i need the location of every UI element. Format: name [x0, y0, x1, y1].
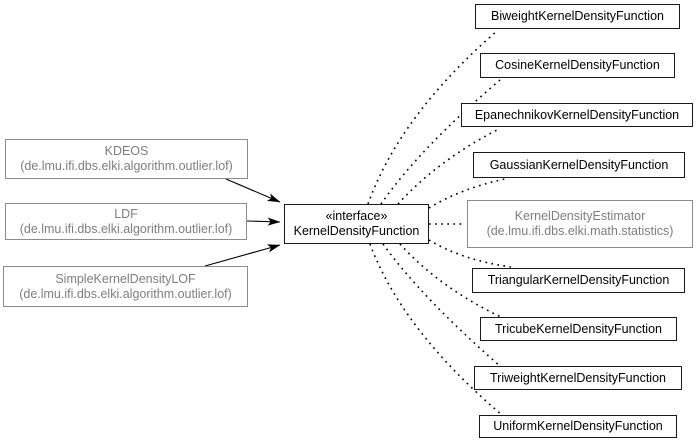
- class-node-biweightkerneldensityfunction[interactable]: BiweightKernelDensityFunction: [475, 4, 680, 29]
- class-name: GaussianKernelDensityFunction: [489, 157, 669, 172]
- class-node-triweightkerneldensityfunction[interactable]: TriweightKernelDensityFunction: [474, 366, 682, 390]
- class-name: KDEOS: [104, 144, 149, 158]
- class-name: BiweightKernelDensityFunction: [490, 9, 664, 23]
- class-node-gaussiankerneldensityfunction[interactable]: GaussianKernelDensityFunction: [473, 152, 685, 178]
- edge-ldf-to-interface: [246, 217, 281, 226]
- class-name: TricubeKernelDensityFunction: [495, 321, 662, 336]
- class-node-kdeos[interactable]: KDEOS (de.lmu.ifi.dbs.elki.algorithm.out…: [5, 139, 248, 179]
- class-package: (de.lmu.ifi.dbs.elki.algorithm.outlier.l…: [19, 286, 232, 301]
- class-node-simplekerneldensitylof[interactable]: SimpleKernelDensityLOF (de.lmu.ifi.dbs.e…: [3, 266, 248, 307]
- class-node-tricubekerneldensityfunction[interactable]: TricubeKernelDensityFunction: [480, 317, 677, 341]
- class-package: (de.lmu.ifi.dbs.elki.algorithm.outlier.l…: [20, 159, 233, 173]
- class-node-cosinekerneldensityfunction[interactable]: CosineKernelDensityFunction: [480, 53, 675, 78]
- class-name: UniformKernelDensityFunction: [493, 419, 663, 433]
- edge-interface-to-gaussian: [428, 178, 506, 209]
- class-node-epanechnikovkerneldensityfunction[interactable]: EpanechnikovKernelDensityFunction: [461, 103, 693, 127]
- edge-interface-to-uniform: [369, 243, 503, 416]
- class-name: KernelDensityEstimator: [514, 209, 646, 223]
- class-name: SimpleKernelDensityLOF: [55, 271, 196, 286]
- edge-interface-to-epanechnikov: [397, 128, 500, 205]
- edge-kdeos-to-interface: [225, 178, 281, 203]
- class-node-ldf[interactable]: LDF (de.lmu.ifi.dbs.elki.algorithm.outli…: [5, 203, 247, 240]
- edge-interface-to-cosine: [380, 79, 501, 205]
- class-name: EpanechnikovKernelDensityFunction: [474, 107, 680, 122]
- edge-simplekerneldensitylof-to-interface: [204, 244, 281, 267]
- interface-node-kerneldensityfunction[interactable]: «interface» KernelDensityFunction: [284, 204, 429, 244]
- class-name: LDF: [114, 206, 138, 221]
- class-name: TriweightKernelDensityFunction: [489, 370, 666, 385]
- edge-interface-to-tricube: [399, 243, 502, 318]
- class-package: (de.lmu.ifi.dbs.elki.math.statistics): [486, 224, 674, 238]
- class-node-uniformkerneldensityfunction[interactable]: UniformKernelDensityFunction: [479, 415, 677, 438]
- class-name: TriangularKernelDensityFunction: [487, 273, 670, 287]
- class-node-kerneldensityestimator[interactable]: KernelDensityEstimator (de.lmu.ifi.dbs.e…: [467, 200, 693, 248]
- class-package: (de.lmu.ifi.dbs.elki.algorithm.outlier.l…: [19, 221, 233, 236]
- interface-stereotype: «interface»: [325, 209, 388, 223]
- class-node-triangularkerneldensityfunction[interactable]: TriangularKernelDensityFunction: [472, 268, 685, 293]
- class-name: CosineKernelDensityFunction: [495, 58, 660, 72]
- interface-name: KernelDensityFunction: [293, 224, 420, 238]
